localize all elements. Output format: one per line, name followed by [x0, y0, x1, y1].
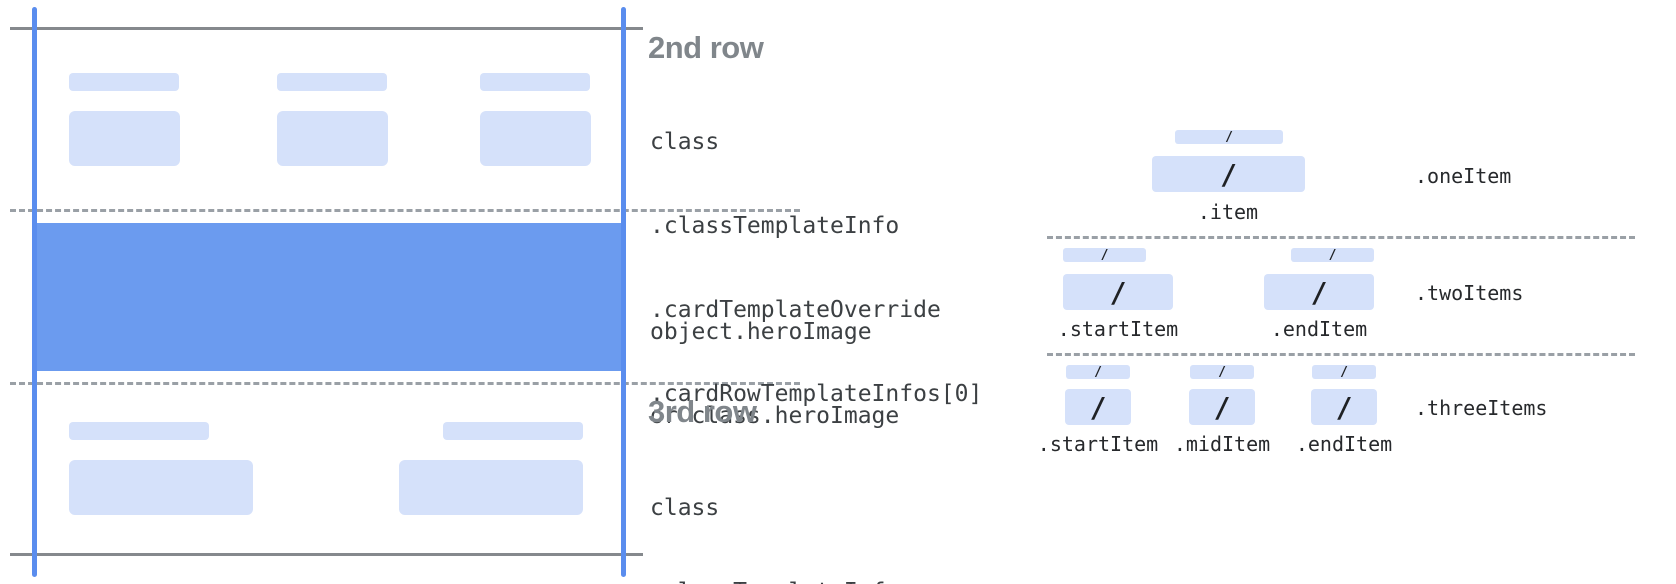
one-item-item-value-bar: / [1152, 156, 1305, 192]
row3-col2-value-placeholder [399, 460, 583, 515]
row2-heading: 2nd row [648, 30, 764, 65]
row3-heading: 3rd row [648, 394, 757, 429]
row2-hero-divider-dashed-line [10, 209, 800, 212]
hero-api-path: object.heroImage or class.heroImage [650, 262, 899, 486]
two-items-start-label: .startItem [1057, 317, 1179, 341]
row2-api-path-line: .classTemplateInfo [650, 213, 900, 239]
two-items-end-label: .endItem [1270, 317, 1368, 341]
row2-api-path: class .classTemplateInfo .cardTemplateOv… [650, 72, 982, 464]
row3-col1-value-placeholder [69, 460, 253, 515]
two-items-end-label-bar: / [1291, 248, 1374, 263]
row2-col1-value-placeholder [69, 111, 180, 166]
two-items-start-label-bar: / [1063, 248, 1146, 263]
two-items-row-label: .twoItems [1415, 281, 1524, 305]
three-items-row-label: .threeItems [1415, 396, 1548, 420]
three-items-end-label: .endItem [1295, 432, 1393, 456]
three-items-end-label-bar: / [1312, 365, 1376, 380]
row2-col2-value-placeholder [277, 111, 388, 166]
one-two-divider-dashed-line [1047, 236, 1635, 239]
row3-col1-label-placeholder [69, 422, 209, 440]
row2-col3-label-placeholder [480, 73, 590, 91]
row2-col2-label-placeholder [277, 73, 387, 91]
row3-api-path-line: class [650, 495, 720, 521]
row2-col1-label-placeholder [69, 73, 179, 91]
three-items-start-label-bar: / [1066, 365, 1130, 380]
two-three-divider-dashed-line [1047, 353, 1635, 356]
one-item-row-label: .oneItem [1415, 164, 1512, 188]
hero-image-band [34, 223, 624, 371]
three-items-start-label: .startItem [1037, 432, 1159, 456]
hero-api-path-line: object.heroImage [650, 319, 872, 345]
hero-api-path-line: or class.heroImage [650, 403, 900, 429]
row3-api-path: class .classTemplateInfo .cardTemplateOv… [650, 438, 982, 584]
row3-api-path-line: .classTemplateInfo [650, 578, 982, 584]
card-left-margin-guide [32, 7, 37, 577]
hero-row3-divider-dashed-line [10, 382, 800, 385]
card-right-margin-guide [621, 7, 626, 577]
row2-api-path-line: .cardTemplateOverride [650, 297, 941, 323]
row2-api-path-line: class [650, 129, 720, 155]
two-items-end-value-bar: / [1264, 274, 1374, 310]
card-top-boundary-line [10, 27, 643, 30]
three-items-mid-label-bar: / [1190, 365, 1254, 380]
row2-col3-value-placeholder [480, 111, 591, 166]
three-items-mid-value-bar: / [1189, 389, 1255, 425]
card-bottom-boundary-line [10, 553, 643, 556]
two-items-start-value-bar: / [1063, 274, 1173, 310]
one-item-item-label: .item [1197, 200, 1259, 224]
row2-api-path-line: .cardRowTemplateInfos[0] [650, 381, 983, 407]
three-items-end-value-bar: / [1311, 389, 1377, 425]
three-items-mid-label: .midItem [1173, 432, 1271, 456]
three-items-start-value-bar: / [1065, 389, 1131, 425]
row3-col2-label-placeholder [443, 422, 583, 440]
one-item-item-label-bar: / [1175, 130, 1283, 145]
